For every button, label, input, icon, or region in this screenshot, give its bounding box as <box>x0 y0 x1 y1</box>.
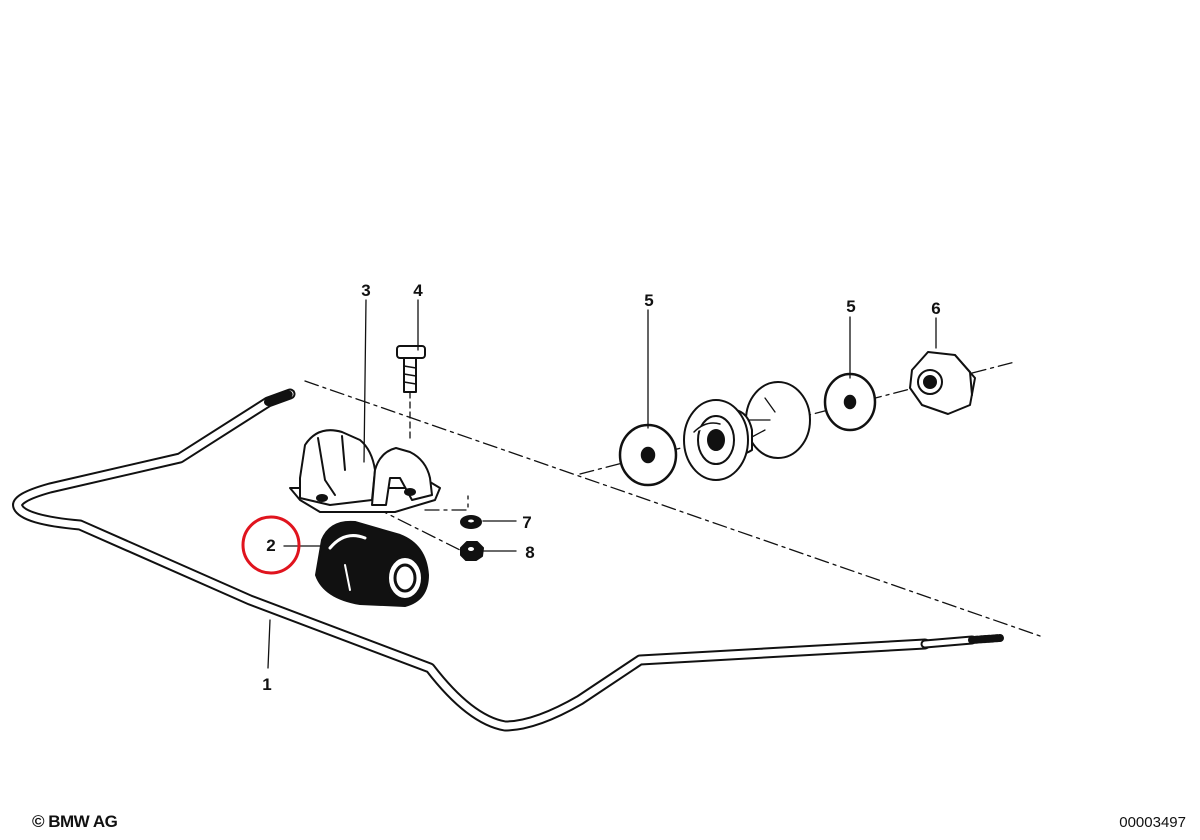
washer <box>618 423 678 487</box>
stabilizer-bar <box>12 388 1004 732</box>
hex-nut <box>460 541 484 561</box>
callout-label-8: 8 <box>525 543 534 562</box>
bracket <box>289 429 441 513</box>
callout-label-5b: 5 <box>846 297 855 316</box>
highlight-circle <box>241 515 301 575</box>
cap-nut <box>909 351 976 415</box>
link-bushing <box>683 381 811 481</box>
lock-washer <box>460 515 482 529</box>
callout-label-6: 6 <box>931 299 940 318</box>
callout-label-1: 1 <box>262 675 271 694</box>
rubber-mounting <box>315 520 429 607</box>
bolt <box>396 345 426 441</box>
callout-label-7: 7 <box>522 513 531 532</box>
callout-label-4: 4 <box>413 281 423 300</box>
washer <box>823 372 877 432</box>
callout-leaders <box>267 299 937 669</box>
callout-label-3: 3 <box>361 281 370 300</box>
document-number: 00003497 <box>1119 814 1186 831</box>
copyright-text: © BMW AG <box>32 812 118 831</box>
callout-label-2: 2 <box>266 536 275 555</box>
callout-label-5a: 5 <box>644 291 653 310</box>
